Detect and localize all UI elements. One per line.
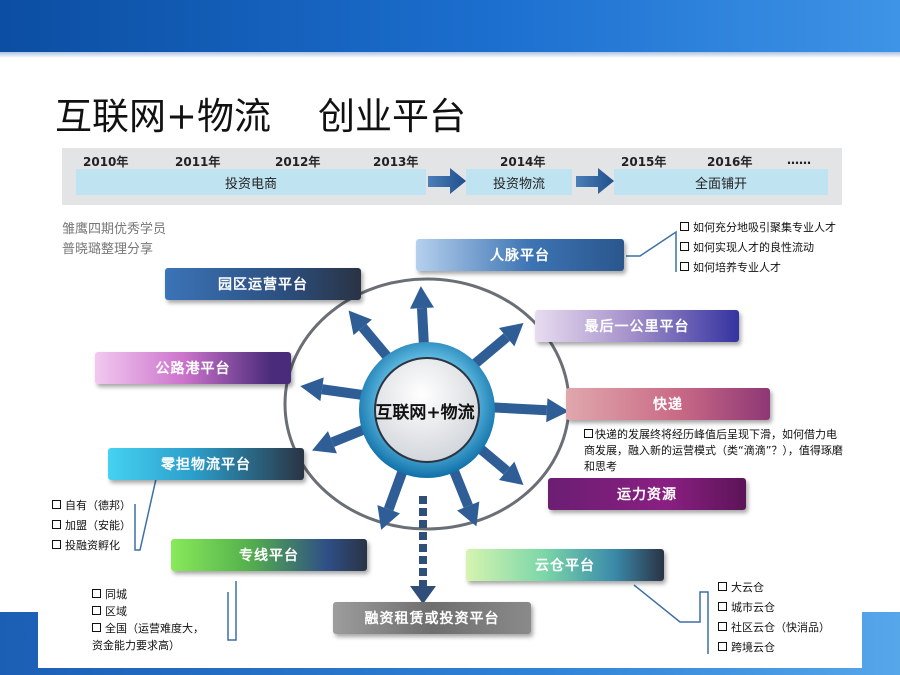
pill-yunli: 运力资源 — [548, 478, 746, 510]
pill-yuncang: 云仓平台 — [466, 549, 664, 581]
note-item: 城市云仓 — [718, 598, 830, 618]
note-item: 自有（德邦） — [52, 496, 131, 516]
note-connectors — [134, 230, 709, 654]
phase-bar: 全面铺开 — [614, 169, 828, 195]
slide-title: 互联网+物流 创业平台 — [55, 95, 467, 138]
year-label: 2014年 — [500, 155, 546, 169]
pill-renmai: 人脉平台 — [416, 239, 624, 271]
year-label: 2016年 — [707, 155, 753, 169]
notes-yuncang: 大云仓 城市云仓 社区云仓（快消品） 跨境云仓 — [718, 578, 830, 658]
note-kuaidi: 快递的发展终将经历峰值后呈现下滑，如何借力电商发展，融入新的运营模式（类“滴滴”… — [584, 427, 846, 475]
pill-zuihou: 最后一公里平台 — [535, 310, 739, 342]
notes-zhuanxian: 同城 区域 全国（运营难度大， 资金能力要求高） — [92, 586, 204, 654]
notes-renmai: 如何充分地吸引聚集专业人才 如何实现人才的良性流动 如何培养专业人才 — [680, 218, 836, 278]
note-item: 大云仓 — [718, 578, 830, 598]
credit-line: 雏鹰四期优秀学员 — [62, 222, 167, 237]
note-item: 如何实现人才的良性流动 — [680, 238, 836, 258]
note-item: 跨境云仓 — [718, 638, 830, 658]
notes-lingdan: 自有（德邦） 加盟（安能） 投融资孵化 — [52, 496, 131, 556]
note-item: 区域 — [92, 603, 204, 620]
timeline-arrow — [576, 168, 614, 194]
note-item: 如何充分地吸引聚集专业人才 — [680, 218, 836, 238]
pill-kuaidi: 快递 — [566, 388, 770, 420]
year-label: 2013年 — [373, 155, 419, 169]
center-hub-label: 互联网+物流 — [375, 403, 475, 423]
pill-zhuanxian: 专线平台 — [171, 539, 367, 571]
pill-lingdan: 零担物流平台 — [108, 448, 304, 480]
year-label: 2010年 — [83, 155, 129, 169]
phase-bar: 投资电商 — [76, 169, 426, 195]
note-item: 全国（运营难度大， — [92, 620, 204, 637]
pill-rongzi: 融资租赁或投资平台 — [333, 602, 531, 634]
note-item: 加盟（安能） — [52, 516, 131, 536]
hub-inner — [374, 357, 480, 463]
note-item: 社区云仓（快消品） — [718, 618, 830, 638]
note-item: 同城 — [92, 586, 204, 603]
credit-line: 普晓璐整理分享 — [62, 242, 154, 257]
year-label: 2012年 — [275, 155, 321, 169]
pill-yuanqu: 园区运营平台 — [165, 268, 361, 300]
year-label: …… — [787, 153, 811, 167]
dashed-arrow-head — [410, 586, 436, 604]
year-label: 2015年 — [621, 155, 667, 169]
timeline-arrow — [428, 168, 466, 194]
header-band — [0, 0, 900, 58]
phase-bar: 投资物流 — [466, 169, 572, 195]
note-item-continued: 资金能力要求高） — [92, 639, 180, 652]
note-item: 如何培养专业人才 — [680, 258, 836, 278]
pill-gonglu: 公路港平台 — [95, 352, 291, 384]
note-item: 投融资孵化 — [52, 536, 131, 556]
year-label: 2011年 — [175, 155, 221, 169]
